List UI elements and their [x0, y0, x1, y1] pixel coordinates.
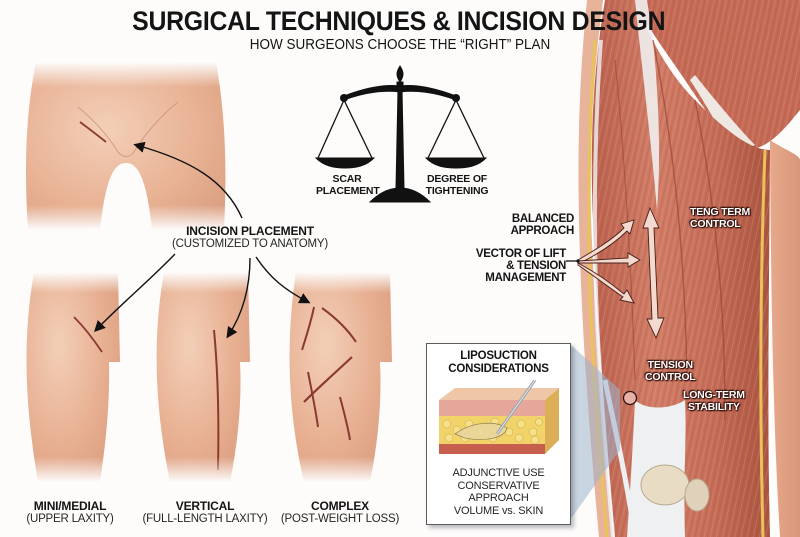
page-title: SURGICAL TECHNIQUES & INCISION DESIGN — [132, 6, 666, 36]
scale-label-scar-placement: SCAR PLACEMENT — [316, 173, 380, 197]
label-line: TENSION — [647, 359, 693, 371]
label-line: BALANCED — [511, 213, 574, 225]
technique-label-mini-medial: MINI/MEDIAL (UPPER LAXITY) — [20, 500, 120, 526]
groin-illustration — [18, 62, 233, 230]
page-subtitle: HOW SURGEONS CHOOSE THE “RIGHT” PLAN — [249, 36, 551, 53]
balance-scale-icon — [314, 65, 488, 203]
incision-placement-subtitle: (CUSTOMIZED TO ANATOMY) — [172, 238, 328, 250]
technique-description: (UPPER LAXITY) — [26, 513, 114, 525]
liposuction-points: ADJUNCTIVE USE CONSERVATIVE APPROACH VOL… — [427, 467, 570, 517]
technique-label-complex: COMPLEX (POST-WEIGHT LOSS) — [280, 500, 400, 526]
thigh-muscle-anatomy-illustration — [575, 0, 800, 537]
header: SURGICAL TECHNIQUES & INCISION DESIGN HO… — [0, 6, 800, 54]
label-tension-control: TENSION CONTROL — [645, 359, 696, 383]
incision-arrows — [94, 141, 311, 339]
arrow-to-complex — [255, 256, 311, 304]
liposuction-callout-card: LIPOSUCTION CONSIDERATIONS ADJUNCTIVE US… — [426, 343, 571, 525]
technique-description: (POST-WEIGHT LOSS) — [280, 513, 400, 525]
technique-label-vertical: VERTICAL (FULL-LENGTH LAXITY) — [140, 500, 270, 526]
arrow-to-groin — [133, 141, 243, 219]
label-balanced-approach: BALANCED APPROACH — [486, 213, 575, 237]
thigh-panels-illustration — [14, 272, 424, 482]
label-line: TIGHTENING — [425, 185, 489, 197]
arrow-to-vertical — [226, 257, 251, 339]
title-line: LIPOSUCTION — [460, 350, 537, 362]
thigh-muscle-icon — [578, 0, 800, 537]
skin-cross-section-icon — [439, 380, 559, 454]
label-vector-of-lift: VECTOR OF LIFT & TENSION MANAGEMENT — [466, 248, 566, 284]
label-line: CONTROL — [645, 371, 696, 383]
technique-name: VERTICAL — [175, 499, 235, 513]
technique-name: MINI/MEDIAL — [33, 499, 107, 513]
label-line: APPROACH — [510, 225, 575, 237]
label-line: STABILITY — [688, 401, 740, 413]
label-line: MANAGEMENT — [485, 272, 566, 284]
liposuction-point: ADJUNCTIVE USE — [452, 467, 545, 479]
label-line: LONG-TERM — [683, 389, 745, 401]
label-line: TENG TERM — [690, 206, 751, 218]
label-teng-term-control: TENG TERM CONTROL — [690, 206, 750, 230]
liposuction-point: VOLUME vs. SKIN — [453, 504, 544, 517]
incision-placement-title: INCISION PLACEMENT — [186, 224, 314, 238]
incision-placement-label: INCISION PLACEMENT (CUSTOMIZED TO ANATOM… — [150, 225, 350, 251]
scale-label-degree-of-tightening: DEGREE OF TIGHTENING — [422, 173, 492, 197]
liposuction-point: CONSERVATIVE APPROACH — [457, 479, 540, 505]
marker-circle — [622, 390, 638, 406]
label-line: VECTOR OF LIFT — [475, 248, 566, 260]
label-long-term-stability: LONG-TERM STABILITY — [683, 389, 745, 413]
technique-description: (FULL-LENGTH LAXITY) — [142, 513, 268, 525]
callout-shadow — [570, 344, 620, 520]
label-line: & TENSION — [506, 260, 566, 272]
technique-name: COMPLEX — [311, 499, 369, 513]
arrow-to-mini-medial — [94, 253, 176, 333]
label-line: SCAR — [332, 173, 362, 185]
title-line: CONSIDERATIONS — [448, 363, 549, 375]
label-line: PLACEMENT — [316, 185, 380, 197]
label-line: DEGREE OF — [426, 173, 488, 185]
label-line: CONTROL — [690, 218, 741, 230]
liposuction-title: LIPOSUCTION CONSIDERATIONS — [427, 350, 570, 376]
